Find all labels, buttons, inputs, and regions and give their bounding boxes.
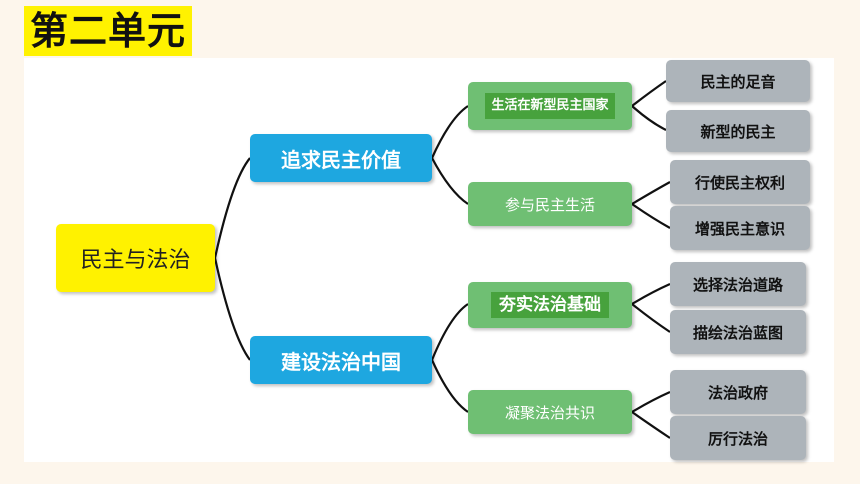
highlighted-subtopic-label: 生活在新型民主国家: [485, 93, 615, 119]
subtopic-node: 参与民主生活: [468, 182, 632, 226]
connector: [631, 181, 671, 205]
connector: [631, 411, 671, 439]
leaf-node: 民主的足音: [666, 60, 810, 102]
subtopic-label: 参与民主生活: [504, 195, 595, 214]
branch-node-rule-of-law: 建设法治中国: [250, 336, 432, 384]
branch-label: 建设法治中国: [281, 349, 401, 374]
connector: [430, 359, 469, 413]
connector: [631, 80, 667, 107]
connector: [631, 203, 671, 229]
leaf-label: 法治政府: [707, 383, 768, 402]
connector: [213, 257, 251, 361]
leaf-label: 民主的足音: [700, 72, 776, 91]
subtopic-node: 凝聚法治共识: [468, 390, 632, 434]
connector: [631, 390, 671, 413]
connector: [430, 303, 469, 361]
leaf-label: 描绘法治蓝图: [692, 323, 783, 342]
unit-title: 第二单元: [24, 6, 193, 56]
subtopic-node: 生活在新型民主国家: [468, 82, 632, 130]
root-node: 民主与法治: [56, 224, 215, 292]
leaf-node: 描绘法治蓝图: [670, 310, 806, 354]
branch-label: 追求民主价值: [281, 147, 401, 172]
highlighted-subtopic-label: 夯实法治基础: [491, 292, 609, 318]
leaf-label: 行使民主权利: [694, 173, 785, 192]
connector: [631, 105, 667, 131]
connector: [431, 157, 469, 205]
leaf-node: 新型的民主: [666, 110, 810, 152]
connector: [631, 282, 671, 305]
leaf-node: 法治政府: [670, 370, 806, 414]
leaf-label: 厉行法治: [707, 429, 768, 448]
leaf-node: 选择法治道路: [670, 262, 806, 306]
leaf-node: 增强民主意识: [670, 206, 810, 250]
leaf-label: 新型的民主: [700, 122, 776, 141]
leaf-node: 厉行法治: [670, 416, 806, 460]
subtopic-label: 凝聚法治共识: [504, 403, 595, 422]
leaf-label: 选择法治道路: [692, 275, 783, 294]
leaf-label: 增强民主意识: [694, 219, 785, 238]
leaf-node: 行使民主权利: [670, 160, 810, 204]
connector: [631, 303, 671, 333]
connector: [213, 157, 251, 259]
root-label: 民主与法治: [80, 248, 191, 273]
subtopic-node: 夯实法治基础: [468, 282, 632, 328]
connector: [430, 105, 469, 159]
branch-node-democracy: 追求民主价值: [250, 134, 432, 182]
